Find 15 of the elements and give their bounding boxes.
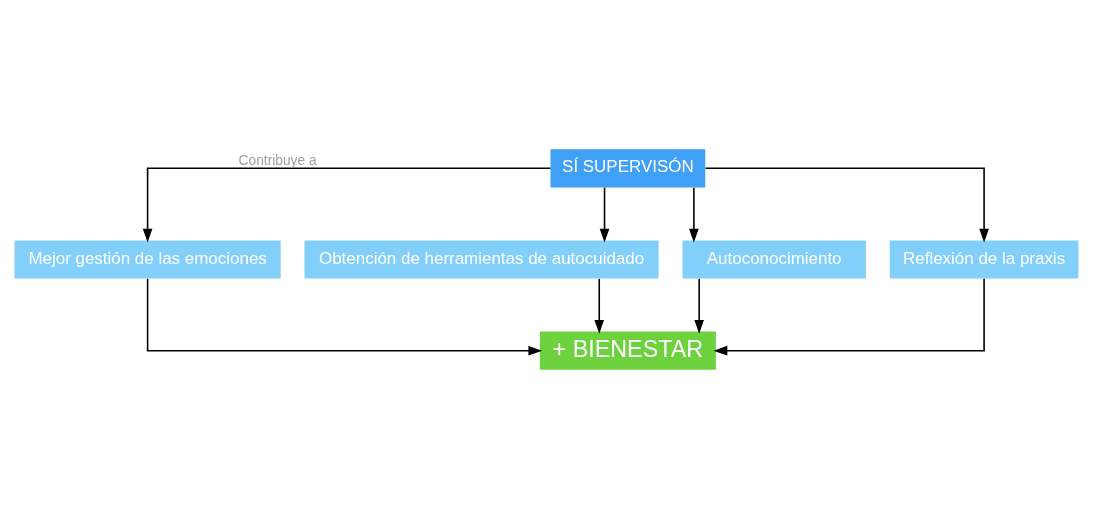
edge-label: Contribuye a — [238, 152, 317, 168]
node-box: SÍ SUPERVISÓN — [550, 148, 706, 187]
arrow — [713, 277, 985, 355]
arrow — [142, 167, 552, 243]
arrow — [704, 167, 989, 243]
node-box: Autoconocimiento — [682, 239, 866, 279]
node-box: + BIENESTAR — [539, 331, 716, 370]
arrow — [689, 186, 699, 243]
arrow — [599, 186, 610, 243]
node-box: Mejor gestión de las emociones — [14, 239, 281, 279]
node-box: Obtención de herramientas de autocuidado — [304, 239, 659, 279]
arrow — [694, 277, 704, 334]
arrow — [146, 277, 543, 355]
node-box: Reflexión de la praxis — [889, 239, 1079, 279]
arrow — [594, 277, 605, 334]
